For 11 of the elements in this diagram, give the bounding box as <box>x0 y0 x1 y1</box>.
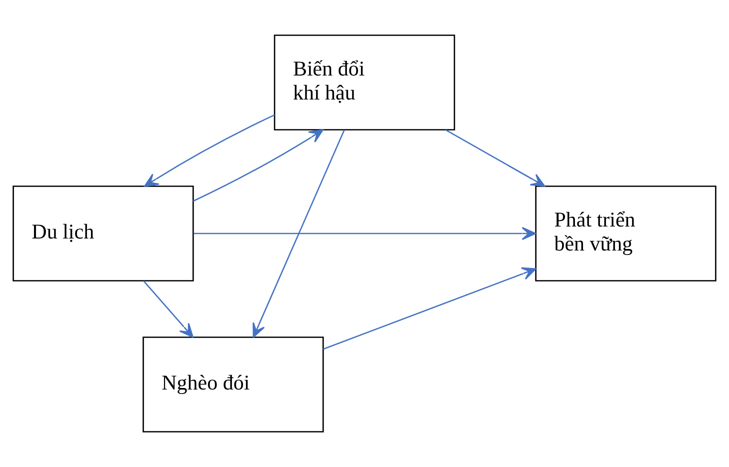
arrow <box>252 130 345 338</box>
node-box: Nghèo đói <box>142 336 324 432</box>
arrow <box>143 280 194 338</box>
node-box: Du lịch <box>12 186 194 282</box>
arrow <box>322 267 536 350</box>
arrow <box>194 226 536 240</box>
arrow <box>445 129 546 187</box>
arrow <box>144 114 275 187</box>
arrow <box>192 129 324 202</box>
node-box: Biến đổi khí hậu <box>274 34 456 130</box>
node-box: Phát triển bền vững <box>535 186 716 282</box>
